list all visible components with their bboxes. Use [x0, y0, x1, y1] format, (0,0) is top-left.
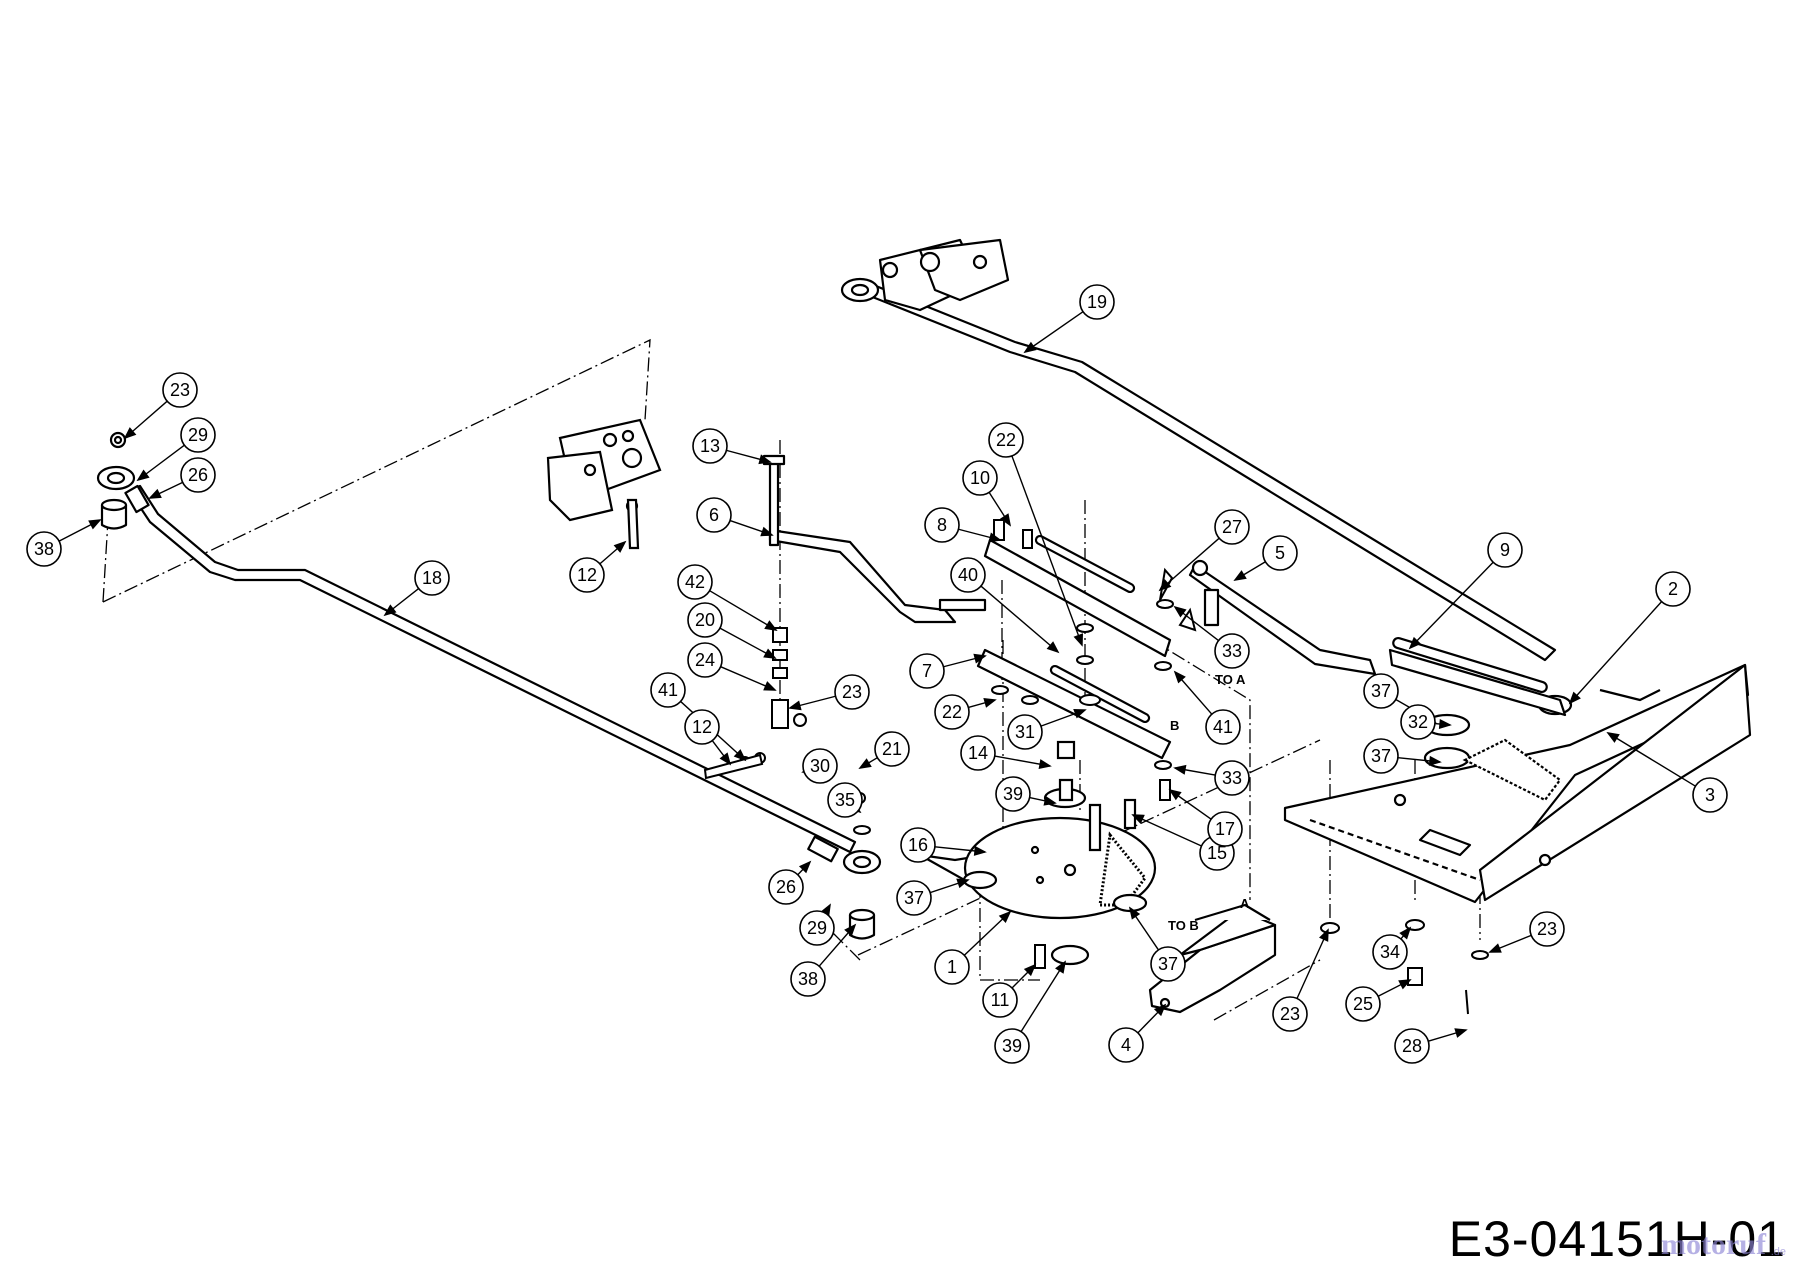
- callout-label-29: 29: [188, 425, 208, 445]
- callout-arrowhead-21: [860, 759, 871, 768]
- callout-label-20: 20: [695, 610, 715, 630]
- callout-label-23: 23: [170, 380, 190, 400]
- callout-label-37: 37: [904, 888, 924, 908]
- callout-arrowhead-28: [1455, 1029, 1466, 1037]
- callout-label-13: 13: [700, 436, 720, 456]
- callout-label-26: 26: [188, 465, 208, 485]
- callout-label-42: 42: [685, 572, 705, 592]
- callout-label-21: 21: [882, 739, 902, 759]
- callout-leader-15: [1133, 815, 1202, 846]
- callout-label-11: 11: [991, 990, 1010, 1010]
- reference-lines: [103, 340, 1480, 1020]
- sector-gear-1: [920, 742, 1155, 964]
- callout-label-10: 10: [970, 468, 990, 488]
- callout-arrowhead-29: [138, 471, 148, 480]
- callout-label-24: 24: [695, 650, 715, 670]
- callout-arrowhead-33: [1175, 607, 1185, 616]
- callout-arrowhead-14: [1039, 760, 1050, 768]
- callout-label-23: 23: [1280, 1004, 1300, 1024]
- callout-label-19: 19: [1087, 292, 1107, 312]
- callout-arrowhead-5: [1235, 571, 1246, 580]
- callout-label-22: 22: [996, 430, 1016, 450]
- callout-label-32: 32: [1408, 712, 1428, 732]
- callout-leader-23: [1297, 930, 1328, 999]
- callout-label-22: 22: [942, 702, 962, 722]
- tie-rod-left: [98, 433, 880, 939]
- callout-label-33: 33: [1222, 641, 1242, 661]
- callout-label-37: 37: [1158, 954, 1178, 974]
- callout-label-31: 31: [1015, 722, 1035, 742]
- callout-label-34: 34: [1380, 942, 1400, 962]
- callout-label-28: 28: [1402, 1036, 1422, 1056]
- note-b: B: [1170, 718, 1179, 733]
- callout-leader-2: [1570, 602, 1662, 703]
- callout-label-30: 30: [810, 756, 830, 776]
- callout-label-40: 40: [958, 565, 978, 585]
- callout-label-37: 37: [1371, 746, 1391, 766]
- callout-label-9: 9: [1500, 540, 1510, 560]
- note-to-b: TO B: [1168, 918, 1199, 933]
- callout-label-38: 38: [34, 539, 54, 559]
- callout-label-1: 1: [947, 957, 957, 977]
- callout-label-18: 18: [422, 568, 442, 588]
- note-to-a: TO A: [1215, 672, 1246, 687]
- callout-label-7: 7: [922, 661, 932, 681]
- callout-label-3: 3: [1705, 785, 1715, 805]
- callout-label-26: 26: [776, 877, 796, 897]
- steering-bracket-6: [764, 456, 955, 622]
- callout-arrowhead-24: [764, 682, 775, 690]
- callout-leader-40: [981, 586, 1058, 652]
- callout-label-38: 38: [798, 969, 818, 989]
- callout-label-6: 6: [709, 505, 719, 525]
- callout-label-27: 27: [1222, 517, 1242, 537]
- watermark-tld: .de: [1771, 1246, 1786, 1258]
- callout-arrowhead-17: [1170, 790, 1180, 799]
- callout-leader-22: [1012, 456, 1082, 645]
- callout-label-5: 5: [1275, 543, 1285, 563]
- callout-arrowhead-42: [765, 621, 776, 630]
- callout-label-39: 39: [1002, 1036, 1022, 1056]
- callout-arrowhead-33: [1175, 766, 1186, 774]
- callout-label-29: 29: [807, 918, 827, 938]
- callout-label-41: 41: [1213, 717, 1233, 737]
- drag-link-top: [842, 240, 1571, 714]
- callout-arrowhead-23: [790, 702, 801, 710]
- callout-arrowhead-26: [150, 490, 161, 498]
- callout-label-16: 16: [908, 835, 928, 855]
- callout-label-4: 4: [1121, 1035, 1131, 1055]
- callout-label-17: 17: [1215, 819, 1235, 839]
- callout-label-33: 33: [1222, 768, 1242, 788]
- callout-arrowhead-22: [1075, 634, 1083, 645]
- callout-arrowhead-38: [89, 520, 100, 528]
- note-a: A: [1240, 896, 1250, 911]
- callout-label-14: 14: [968, 743, 988, 763]
- callout-arrowhead-23: [1490, 945, 1501, 952]
- callout-label-25: 25: [1353, 994, 1373, 1014]
- callout-label-35: 35: [835, 790, 855, 810]
- callout-label-39: 39: [1003, 784, 1023, 804]
- callout-arrowhead-22: [984, 699, 995, 707]
- callout-label-41: 41: [658, 680, 678, 700]
- callout-label-37: 37: [1371, 681, 1391, 701]
- callout-arrowhead-12: [721, 754, 730, 764]
- sector-gear-left: [548, 420, 660, 548]
- callout-label-12: 12: [577, 565, 597, 585]
- callout-label-23: 23: [1537, 919, 1557, 939]
- callout-label-23: 23: [842, 682, 862, 702]
- watermark-logo: motoruf: [1661, 1228, 1766, 1262]
- callout-label-2: 2: [1668, 579, 1678, 599]
- callout-label-8: 8: [937, 515, 947, 535]
- callout-label-12: 12: [692, 717, 712, 737]
